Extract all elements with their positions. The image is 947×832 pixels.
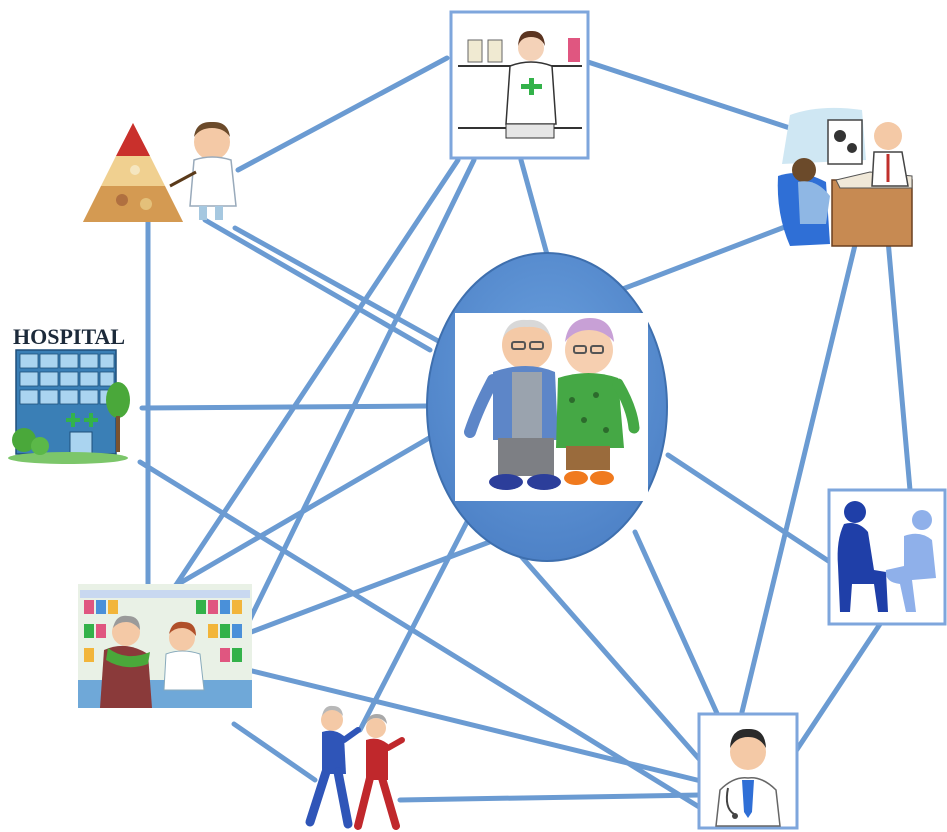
elderly-couple-icon: [455, 313, 648, 501]
pharmacist-icon: [458, 30, 582, 139]
connection-line: [237, 665, 708, 785]
pharmacy-shop-icon: [78, 584, 252, 708]
silhouettes-icon: [837, 501, 936, 612]
doctor-node: [697, 712, 799, 830]
connection-line: [232, 157, 477, 653]
consultation-icon: [777, 107, 913, 247]
connection-line: [585, 59, 805, 135]
connection-line: [235, 55, 450, 173]
food-pyramid-icon: [83, 123, 183, 222]
pharmacy-counter-node: [78, 584, 252, 708]
connection-line: [739, 242, 858, 715]
hospital-node: HOSPITAL: [8, 324, 130, 464]
hub-node: [426, 252, 668, 562]
counseling-node: [827, 488, 947, 626]
nutritionist-node: [83, 121, 237, 222]
hospital-icon: HOSPITAL: [8, 324, 130, 464]
nutritionist-icon: [169, 121, 237, 220]
connection-line: [885, 237, 913, 493]
connection-line: [232, 225, 443, 345]
connection-line: [665, 452, 833, 565]
doctor-icon: [715, 728, 781, 827]
connection-line: [617, 222, 793, 293]
connection-line: [171, 157, 461, 591]
walking-couple-node: [305, 705, 405, 830]
connection-line: [397, 792, 703, 803]
connection-line: [632, 529, 723, 723]
consultation-node: [777, 107, 913, 247]
connection-line: [357, 517, 471, 733]
connection-line: [202, 217, 433, 353]
connection-line: [518, 157, 551, 261]
connection-line: [517, 552, 703, 763]
walking-couple-icon: [305, 705, 405, 830]
connection-line: [787, 615, 887, 763]
connection-line: [227, 535, 503, 643]
connection-line: [231, 721, 318, 783]
connection-line: [139, 403, 431, 411]
connection-edges: [137, 55, 913, 813]
pharmacist-node: [449, 10, 590, 160]
connection-line: [137, 459, 707, 813]
hospital-label: HOSPITAL: [13, 324, 125, 349]
